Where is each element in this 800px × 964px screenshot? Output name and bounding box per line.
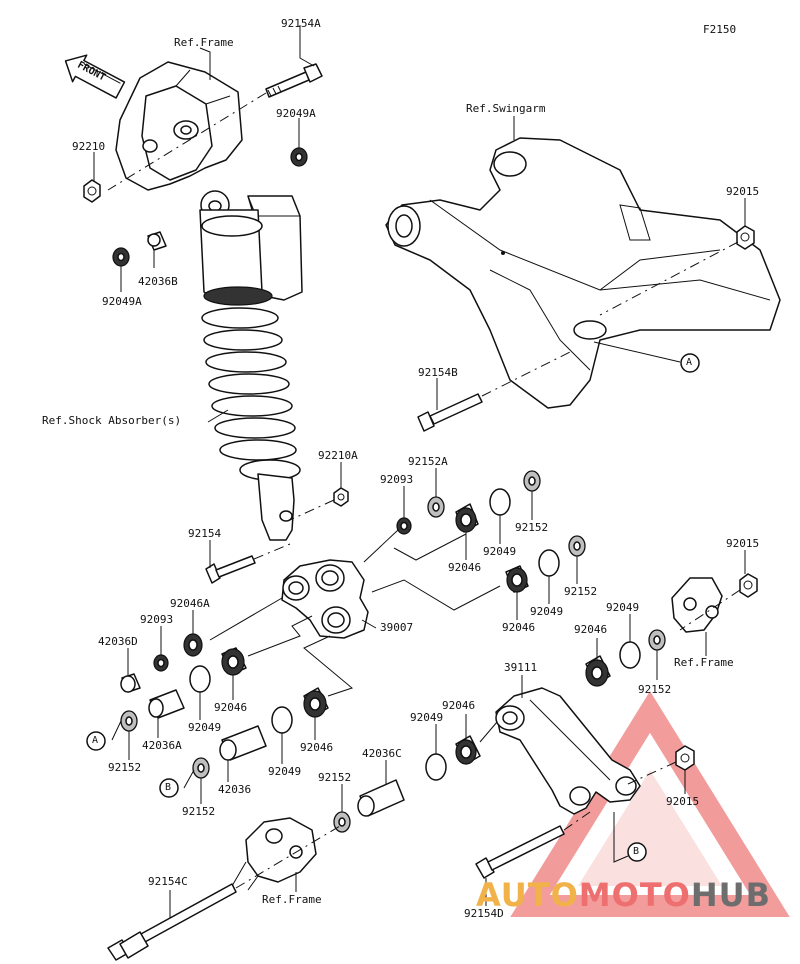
part-42036D: 42036D <box>98 635 138 648</box>
part-92015-mid: 92015 <box>726 537 760 550</box>
part-92152-6: 92152 <box>182 805 216 818</box>
callout-b-right <box>627 842 647 862</box>
ref-swingarm: Ref.Swingarm <box>466 102 546 115</box>
part-92152-2: 92152 <box>564 585 598 598</box>
part-92154C: 92154C <box>148 875 188 888</box>
watermark-hub: HUB <box>690 876 772 914</box>
callout-b-right-label: B <box>633 846 640 857</box>
part-92046-3: 92046 <box>574 623 608 636</box>
part-92046-2: 92046 <box>502 621 536 634</box>
bolt-92154B <box>417 351 571 432</box>
part-92152-4: 92152 <box>108 761 142 774</box>
seal-92049-3 <box>189 665 211 693</box>
part-92152-5: 92152 <box>318 771 352 784</box>
part-92154B: 92154B <box>418 366 458 379</box>
front-arrow-icon <box>64 54 126 99</box>
part-92210A: 92210A <box>318 449 358 462</box>
bearing-92046-5 <box>455 735 481 765</box>
part-42036B: 42036B <box>138 275 178 288</box>
collar-42036A <box>148 689 185 719</box>
nut-92210A <box>333 487 349 507</box>
part-92093-top: 92093 <box>380 473 414 486</box>
part-92046-1: 92046 <box>448 561 482 574</box>
mid-frame-bracket <box>671 577 723 633</box>
nut-92015-bottom <box>675 745 695 771</box>
bearing-92046-6 <box>303 687 329 718</box>
shock-absorber <box>199 190 303 541</box>
part-92049-1: 92049 <box>483 545 517 558</box>
callout-a-right <box>680 353 700 373</box>
bearing-92046-2 <box>505 565 529 593</box>
part-42036: 42036 <box>218 783 252 796</box>
bolt-92154D <box>475 811 591 879</box>
bearing-92046-3 <box>221 647 247 676</box>
part-92015-bottom: 92015 <box>666 795 700 808</box>
part-92152-3: 92152 <box>638 683 672 696</box>
part-92046-4: 92046 <box>214 701 248 714</box>
tie-rod-39111 <box>495 687 641 815</box>
collar-42036B <box>147 231 167 251</box>
part-92152-1: 92152 <box>515 521 549 534</box>
callout-a-right-label: A <box>686 357 693 368</box>
part-92049-3: 92049 <box>606 601 640 614</box>
ref-frame-mid: Ref.Frame <box>674 656 734 669</box>
part-92049A-left: 92049A <box>102 295 142 308</box>
part-92154D: 92154D <box>464 907 504 920</box>
part-92154A: 92154A <box>281 17 321 30</box>
seal-92049-6 <box>425 753 447 781</box>
seal-92049-5 <box>271 706 293 734</box>
diagram-code: F2150 <box>703 23 737 36</box>
part-92152A: 92152A <box>408 455 448 468</box>
part-92049-6: 92049 <box>268 765 302 778</box>
part-92049A-top: 92049A <box>276 107 316 120</box>
part-39111: 39111 <box>504 661 538 674</box>
callout-a-left-label: A <box>92 735 99 746</box>
collar-42036D <box>120 673 141 693</box>
swingarm <box>385 137 781 409</box>
part-92049-4: 92049 <box>188 721 222 734</box>
nut-92015-top <box>736 225 755 250</box>
bearing-92046-4 <box>585 655 611 687</box>
upper-frame-bracket <box>115 61 243 191</box>
collar-42036C <box>357 779 405 817</box>
bolt-92154 <box>205 543 291 584</box>
part-92210: 92210 <box>72 140 106 153</box>
callout-b-left-label: B <box>165 782 172 793</box>
part-92015-top: 92015 <box>726 185 760 198</box>
callout-a-left <box>86 731 106 751</box>
bolt-92154C <box>107 825 341 961</box>
watermark-logo: AUTOMOTOHUB <box>476 876 771 914</box>
part-92049-5: 92049 <box>410 711 444 724</box>
part-39007: 39007 <box>380 621 414 634</box>
part-92154: 92154 <box>188 527 222 540</box>
watermark-moto: MOTO <box>578 876 691 914</box>
part-42036A: 42036A <box>142 739 182 752</box>
bearing-92046-1 <box>455 503 479 533</box>
lower-frame-bracket <box>231 817 317 891</box>
seal-92049-4 <box>619 641 641 669</box>
callout-b-left <box>159 778 179 798</box>
ref-frame-top: Ref.Frame <box>174 36 234 49</box>
seal-92049-1 <box>489 488 511 516</box>
rocker-arm-39007 <box>281 559 369 639</box>
part-42036C: 42036C <box>362 747 402 760</box>
ref-frame-bottom: Ref.Frame <box>262 893 322 906</box>
part-92046-5: 92046 <box>442 699 476 712</box>
nut-92015-mid <box>739 573 758 598</box>
bolt-92154A <box>107 63 323 191</box>
part-92049-2: 92049 <box>530 605 564 618</box>
collar-42036 <box>219 725 267 761</box>
watermark-auto: AUTO <box>476 876 579 914</box>
nut-92210 <box>83 179 101 203</box>
seal-92049-2 <box>538 549 560 577</box>
part-92046-6: 92046 <box>300 741 334 754</box>
ref-shock-absorber: Ref.Shock Absorber(s) <box>42 414 182 427</box>
part-92046A: 92046A <box>170 597 210 610</box>
part-92093-left: 92093 <box>140 613 174 626</box>
